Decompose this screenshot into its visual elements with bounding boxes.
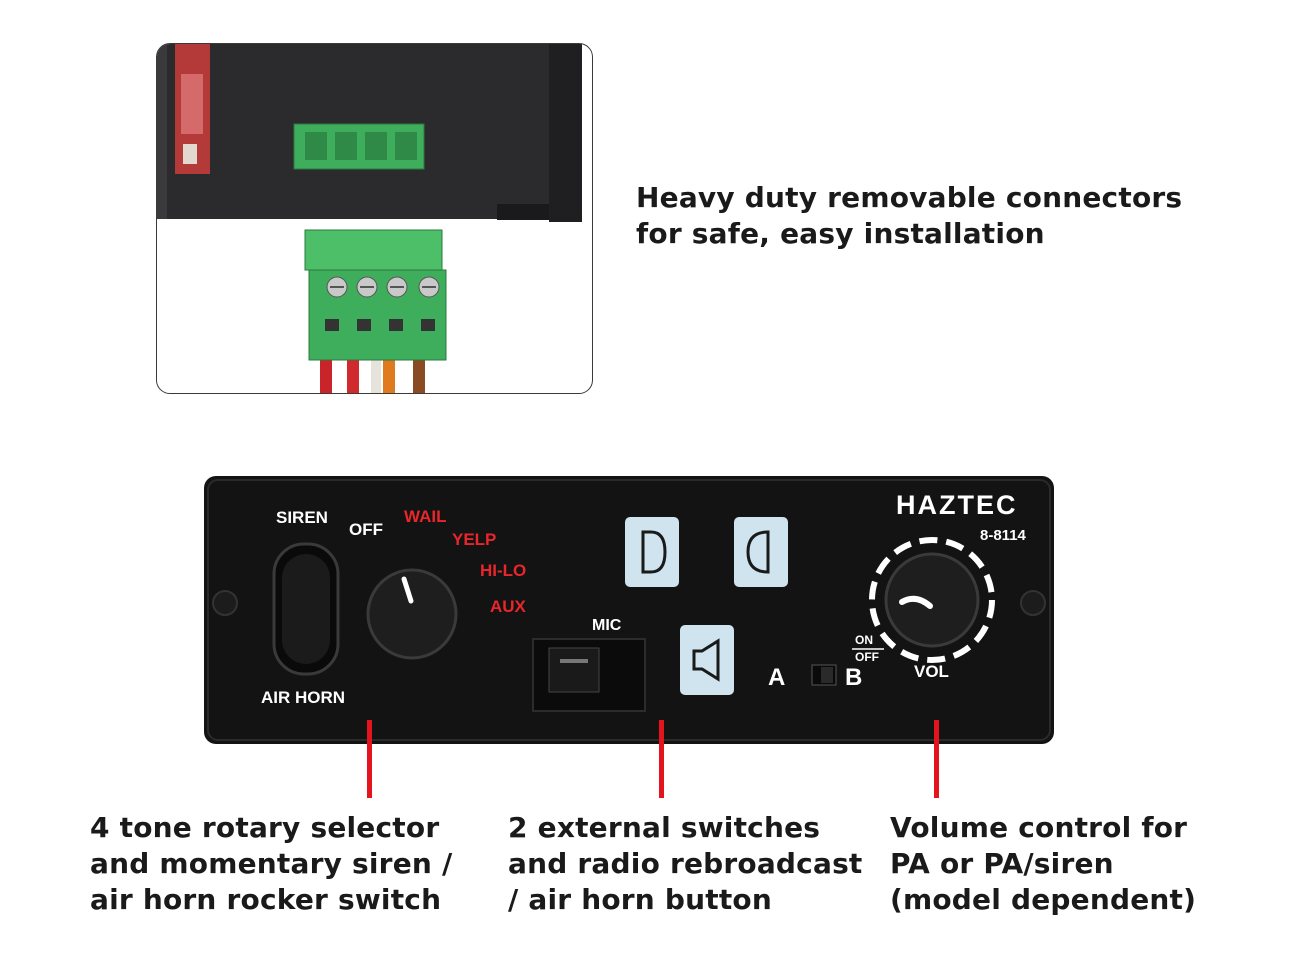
tone-wail-label: WAIL xyxy=(404,507,447,526)
connector-callout-line: for safe, easy installation xyxy=(636,217,1045,250)
connector-photo-illustration xyxy=(157,44,582,393)
horn-icon xyxy=(692,638,720,682)
half-circle-icon xyxy=(746,530,770,574)
selector-callout-line: 4 tone rotary selector xyxy=(90,811,440,844)
off-label: OFF xyxy=(349,520,383,539)
leader-line-volume xyxy=(934,720,939,798)
leader-line-switches xyxy=(659,720,664,798)
brand-logo: HAZTEC xyxy=(896,490,1018,520)
tone-selector-knob[interactable] xyxy=(368,570,456,658)
fuse-icon xyxy=(175,44,210,174)
on-label: ON xyxy=(855,633,873,647)
volume-callout-line: Volume control for xyxy=(890,811,1188,844)
volume-callout-line: PA or PA/siren xyxy=(890,847,1114,880)
switches-callout-line: 2 external switches xyxy=(508,811,821,844)
vol-label: VOL xyxy=(914,662,949,681)
siren-airhorn-rocker-switch[interactable] xyxy=(274,544,338,674)
tone-yelp-label: YELP xyxy=(452,530,497,549)
connector-callout: Heavy duty removable connectors for safe… xyxy=(636,180,1182,252)
switch-b-label: B xyxy=(845,664,863,691)
mic-label: MIC xyxy=(592,617,622,634)
switches-callout-line: and radio rebroadcast xyxy=(508,847,863,880)
ab-slide-switch[interactable] xyxy=(812,665,836,685)
switches-callout: 2 external switches and radio rebroadcas… xyxy=(508,810,863,918)
siren-label: SIREN xyxy=(276,508,328,527)
selector-callout: 4 tone rotary selector and momentary sir… xyxy=(90,810,452,918)
external-switch-2-button[interactable] xyxy=(734,517,788,587)
header-socket-icon xyxy=(293,123,425,170)
mic-jack[interactable] xyxy=(549,648,599,692)
connector-callout-line: Heavy duty removable connectors xyxy=(636,181,1183,214)
terminal-plug-icon xyxy=(304,229,447,361)
volume-callout: Volume control for PA or PA/siren (model… xyxy=(890,810,1196,918)
tone-hilo-label: HI-LO xyxy=(480,561,527,580)
connector-photo xyxy=(156,43,593,394)
switches-callout-line: / air horn button xyxy=(508,883,772,916)
air-horn-button[interactable] xyxy=(680,625,734,695)
switch-a-label: A xyxy=(768,664,786,691)
air-horn-label: AIR HORN xyxy=(261,688,346,707)
off-small-label: OFF xyxy=(855,650,879,664)
selector-callout-line: air horn rocker switch xyxy=(90,883,442,916)
control-panel: SIREN AIR HORN OFF WAIL YELP HI-LO AUX M… xyxy=(204,476,1054,744)
volume-knob[interactable] xyxy=(886,554,978,646)
d-shape-icon xyxy=(641,530,667,574)
external-switch-1-button[interactable] xyxy=(625,517,679,587)
tone-aux-label: AUX xyxy=(490,597,526,616)
leader-line-selector xyxy=(367,720,372,798)
model-number: 8-8114 xyxy=(980,527,1026,544)
volume-callout-line: (model dependent) xyxy=(890,883,1197,916)
control-panel-body xyxy=(204,476,1054,744)
selector-callout-line: and momentary siren / xyxy=(90,847,453,880)
